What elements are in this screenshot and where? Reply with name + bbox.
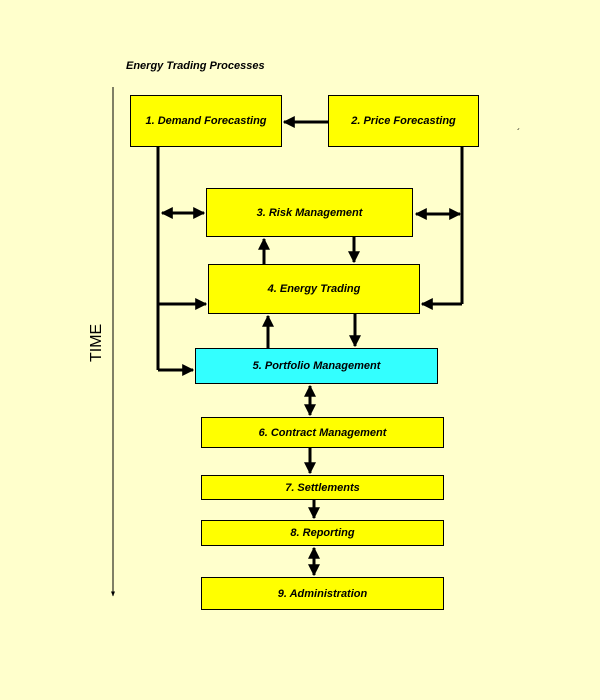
box-reporting: 8. Reporting — [201, 520, 444, 546]
box-demand-forecasting: 1. Demand Forecasting — [130, 95, 282, 147]
box-risk-management: 3. Risk Management — [206, 188, 413, 237]
box-settlements: 7. Settlements — [201, 475, 444, 500]
stray-mark: ´ — [517, 128, 521, 139]
box-portfolio-management: 5. Portfolio Management — [195, 348, 438, 384]
box-contract-management: 6. Contract Management — [201, 417, 444, 448]
box-energy-trading: 4. Energy Trading — [208, 264, 420, 314]
box-price-forecasting: 2. Price Forecasting — [328, 95, 479, 147]
diagram-title: Energy Trading Processes — [126, 60, 265, 72]
box-administration: 9. Administration — [201, 577, 444, 610]
